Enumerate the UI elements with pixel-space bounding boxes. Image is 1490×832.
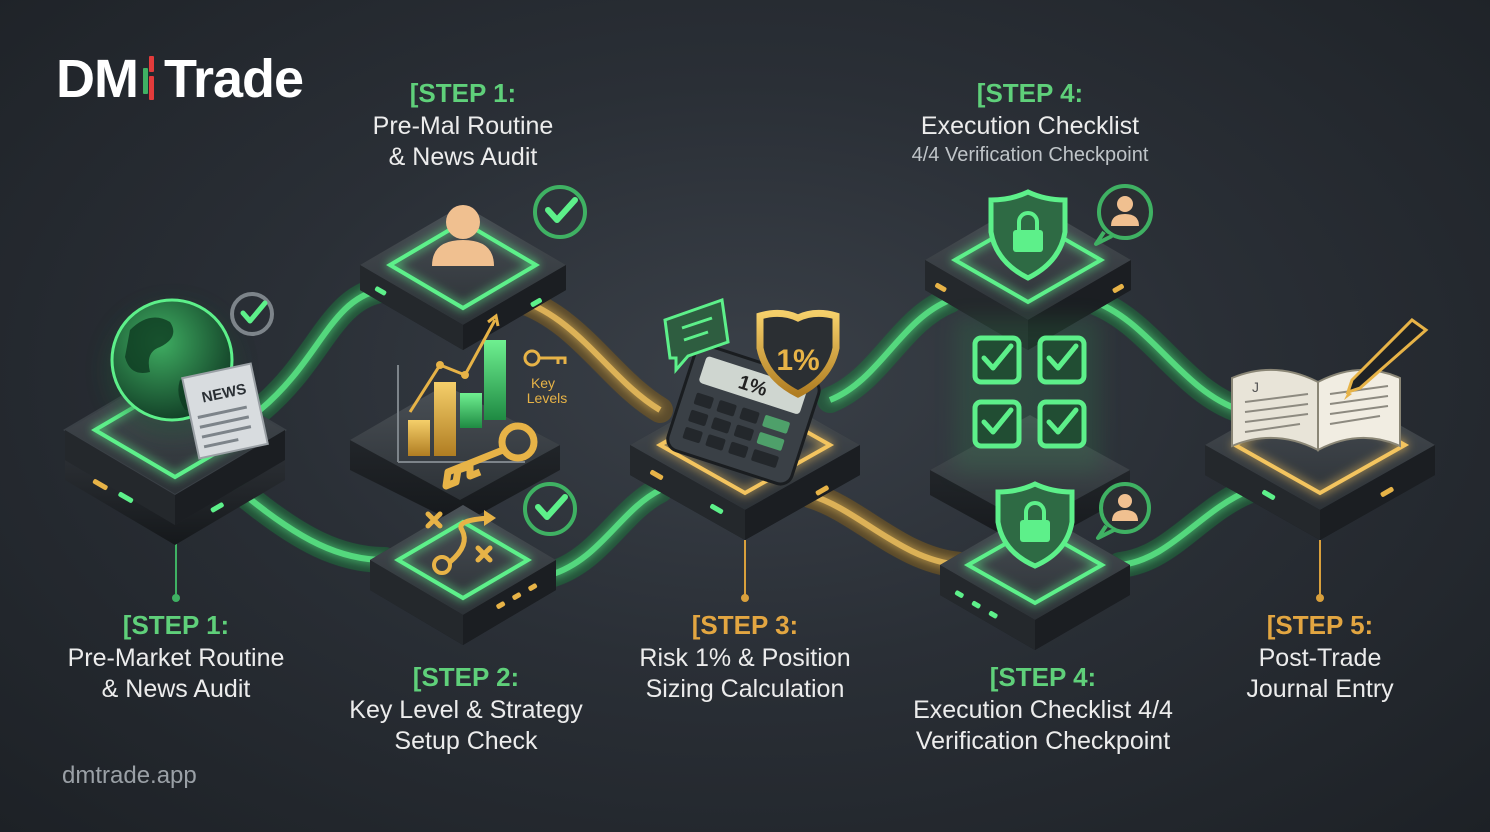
chat-icon: [663, 297, 730, 375]
calculator-icon: 1%: [666, 343, 821, 486]
check-badge-icon: [523, 482, 577, 536]
step-title-line1: Pre-Market Routine: [67, 644, 285, 672]
lock-shield-icon: [988, 189, 1068, 281]
bar-chart-icon: [397, 313, 525, 463]
cable-n1-n2: [247, 277, 393, 423]
shield-percent-label: 1%: [776, 344, 819, 377]
key-icon: [442, 349, 567, 490]
pen-icon: [1344, 318, 1429, 400]
step-tag: [STEP 5:: [1266, 610, 1374, 640]
label-step4: [STEP 4: Execution Checklist 4/4 Verific…: [913, 662, 1173, 757]
user-icon: [1094, 184, 1153, 246]
cable-n4-n5: [817, 287, 963, 413]
cable-n1-n3: [232, 482, 398, 573]
user-icon: [1096, 482, 1151, 540]
node-step1-news: NEWS: [63, 292, 287, 545]
node-key-levels: Key Levels: [350, 313, 567, 525]
candlestick-logo-icon: [140, 54, 162, 104]
step-title-line1: Key Level & Strategy: [349, 696, 583, 724]
check-badge-icon: [230, 292, 274, 336]
leader-line-step5: [1316, 540, 1324, 602]
step-title-line1: Execution Checklist: [920, 112, 1140, 140]
step-title-line1: Risk 1% & Position: [639, 644, 851, 672]
website-url: dmtrade.app: [62, 762, 197, 789]
strategy-icon: [425, 510, 496, 575]
brand-part-dm: DM: [56, 49, 139, 109]
cable-n5-n7: [1077, 287, 1253, 423]
step-tag: [STEP 2:: [412, 662, 520, 692]
leader-line-step1: [172, 540, 180, 602]
step-title-line2: Setup Check: [394, 727, 538, 755]
step-title-line2: Sizing Calculation: [645, 675, 845, 703]
key-levels-label-2: Levels: [527, 390, 567, 406]
user-icon: [432, 205, 494, 266]
news-icon: NEWS: [181, 362, 269, 460]
cable-n2-n4: [507, 287, 673, 423]
cable-n3-n4: [537, 477, 673, 588]
label-top-step1: [STEP 1: Pre-Mal Routine & News Audit: [373, 78, 554, 173]
check-badge-icon: [533, 185, 587, 239]
cable-n6-n7: [1107, 477, 1263, 578]
leader-line-step3: [741, 540, 749, 602]
node-step4-top-lock: [925, 184, 1153, 350]
cable-n4-n6: [797, 482, 973, 578]
node-step5-journal: J: [1205, 318, 1435, 540]
label-step2: [STEP 2: Key Level & Strategy Setup Chec…: [349, 662, 582, 757]
label-step1: [STEP 1: Pre-Market Routine & News Audit: [68, 610, 285, 705]
lock-shield-icon: [995, 481, 1075, 569]
shield-percent-icon: 1%: [756, 309, 840, 398]
node-step1-top-user: [360, 185, 587, 350]
step-tag: [STEP 1:: [409, 78, 517, 108]
node-checklist: [930, 318, 1130, 550]
step-title-line2: Verification Checkpoint: [915, 727, 1171, 755]
step-title-line1: Pre-Mal Routine: [372, 112, 554, 140]
step-tag: [STEP 1:: [122, 610, 230, 640]
key-levels-label-1: Key: [531, 375, 555, 391]
brand-logo: DM Trade: [56, 48, 304, 110]
step-subtitle: 4/4 Verification Checkpoint: [911, 144, 1149, 166]
label-step5: [STEP 5: Post-Trade Journal Entry: [1246, 610, 1393, 705]
node-step3-risk: 1% 1%: [630, 297, 860, 540]
step-title-line2: & News Audit: [388, 143, 538, 171]
node-step4-lock: [940, 481, 1151, 650]
checklist-icon: [972, 335, 1087, 449]
step-title-line2: Journal Entry: [1246, 675, 1394, 703]
step-tag: [STEP 4:: [989, 662, 1097, 692]
label-step3: [STEP 3: Risk 1% & Position Sizing Calcu…: [639, 610, 850, 705]
step-title-line1: Post-Trade: [1258, 644, 1382, 672]
step-tag: [STEP 4:: [976, 78, 1084, 108]
step-title-line2: & News Audit: [101, 675, 251, 703]
label-top-step4: [STEP 4: Execution Checklist 4/4 Verific…: [912, 78, 1149, 168]
journal-icon: J: [1231, 369, 1401, 452]
step-title-line1: Execution Checklist 4/4: [913, 696, 1173, 724]
brand-part-trade: Trade: [163, 49, 304, 109]
step-tag: [STEP 3:: [691, 610, 799, 640]
node-step2-strategy: [370, 482, 577, 645]
journal-letter: J: [1252, 379, 1259, 395]
